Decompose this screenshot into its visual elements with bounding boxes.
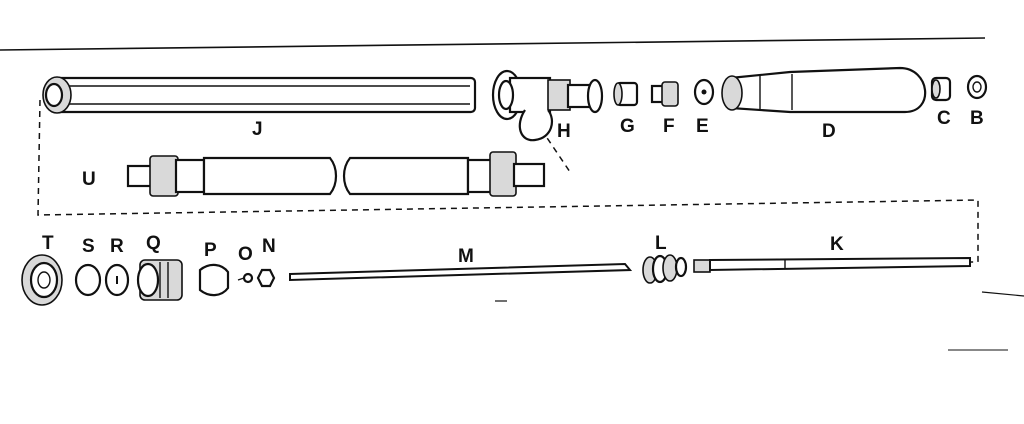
label-n: N bbox=[262, 236, 276, 257]
part-o-small-pin bbox=[237, 272, 254, 284]
part-k-pump-rod bbox=[693, 256, 971, 273]
label-o: O bbox=[238, 244, 253, 265]
label-s: S bbox=[82, 236, 95, 257]
part-l-packing bbox=[642, 254, 688, 284]
label-f: F bbox=[663, 116, 675, 137]
label-c: C bbox=[937, 108, 951, 129]
scan-mark bbox=[981, 291, 1024, 297]
part-s-washer bbox=[74, 263, 102, 297]
label-b: B bbox=[970, 108, 984, 129]
part-c-nut bbox=[930, 76, 952, 102]
label-m: M bbox=[458, 246, 474, 267]
label-h: H bbox=[557, 121, 571, 142]
label-k: K bbox=[830, 234, 844, 255]
label-g: G bbox=[620, 116, 635, 137]
label-t: T bbox=[42, 233, 54, 254]
label-p: P bbox=[204, 240, 217, 261]
label-d: D bbox=[822, 121, 836, 142]
part-n-small-hex bbox=[256, 268, 276, 288]
part-d-handle bbox=[721, 66, 927, 114]
part-m-long-rod bbox=[289, 262, 633, 282]
part-t-large-nut bbox=[21, 254, 63, 306]
part-q-threaded-fitting bbox=[136, 259, 183, 301]
label-j: J bbox=[252, 119, 263, 140]
label-l: L bbox=[655, 233, 667, 254]
part-h-tee-fitting bbox=[491, 69, 604, 142]
part-p-nozzle-tip bbox=[198, 263, 230, 297]
label-q: Q bbox=[146, 233, 161, 254]
label-r: R bbox=[110, 236, 124, 257]
frame-top-line bbox=[0, 37, 986, 51]
part-b-cap-ring bbox=[966, 74, 988, 100]
part-e-washer bbox=[693, 78, 715, 106]
part-r-washer bbox=[104, 263, 130, 297]
label-u: U bbox=[82, 169, 96, 190]
label-e: E bbox=[696, 116, 709, 137]
part-f-nipple bbox=[650, 81, 679, 107]
part-u-hose-assembly bbox=[126, 151, 546, 197]
part-g-bushing bbox=[613, 81, 639, 107]
part-j-barrel bbox=[42, 76, 477, 114]
